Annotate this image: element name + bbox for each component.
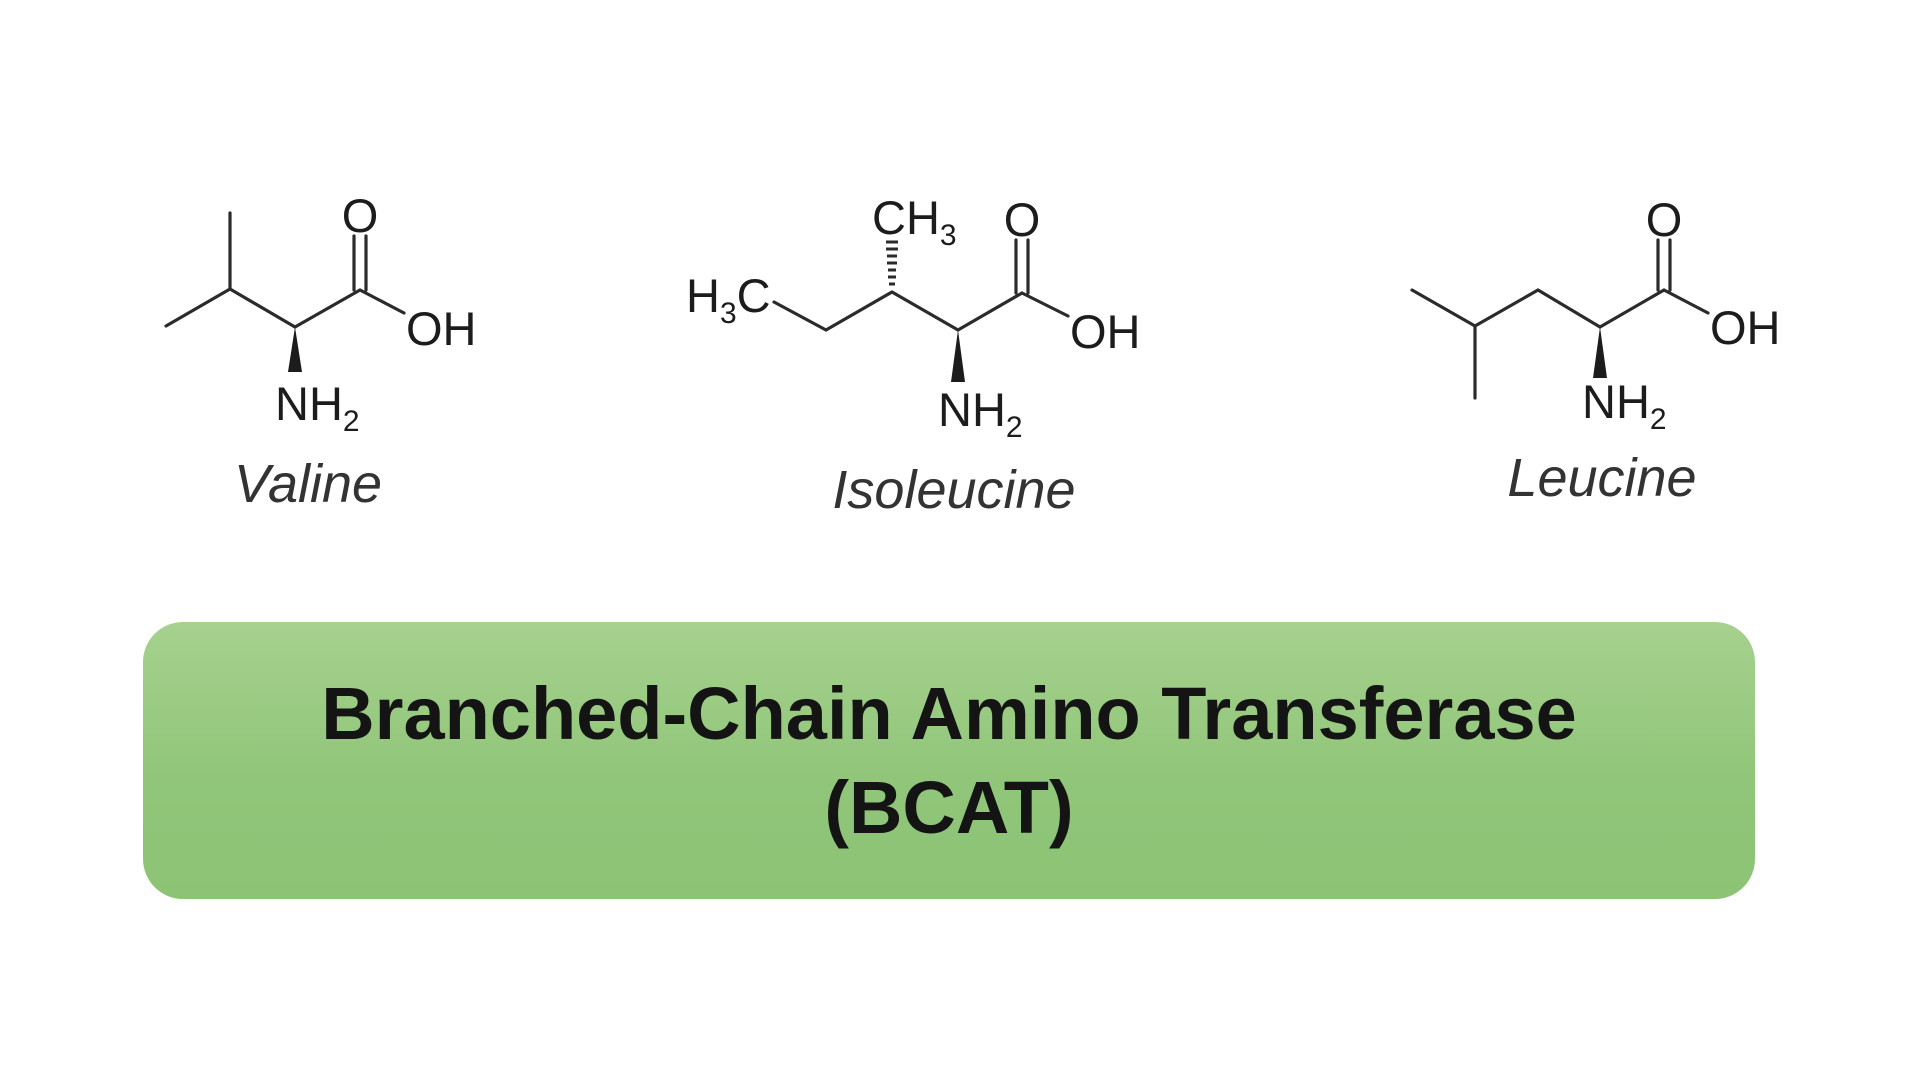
hydroxyl-label: OH [1710,301,1781,354]
bond [293,288,362,329]
leucine-structure: O OH NH2 Leucine [1410,193,1781,508]
bond [1020,291,1070,318]
hashed-wedge-bond [886,240,898,286]
carbonyl-oxygen-label: O [1004,193,1041,246]
bond [1598,288,1666,329]
bond [956,291,1024,332]
amine-subscript: 2 [1650,403,1667,436]
wedge-bond [288,327,302,372]
carbonyl-oxygen-label: O [1646,193,1683,246]
molecule-name-isoleucine: Isoleucine [832,460,1075,520]
isoleucine-structure: O OH NH2 CH3 H3C Isoleucine [686,191,1141,520]
bond [358,288,406,315]
carbonyl-oxygen-label: O [342,189,379,242]
ethyl-c-label: C [737,269,771,322]
molecule-name-leucine: Leucine [1507,448,1696,508]
bond [1536,288,1602,329]
bond [772,300,828,332]
amine-label-main: NH [938,383,1006,436]
amine-label: NH2 [1582,375,1667,436]
amine-label-main: NH [275,377,343,430]
wedge-bond [951,330,965,382]
bond [824,290,894,332]
bond [1662,288,1710,315]
bond [1410,288,1477,328]
valine-structure: O OH NH2 Valine [164,189,477,514]
bond [890,290,960,332]
wedge-bond [1593,327,1607,378]
bond [1473,288,1540,328]
amine-label: NH2 [275,377,360,438]
hydroxyl-label: OH [406,302,477,355]
ethyl-subscript: 3 [720,297,737,330]
bond [228,287,297,329]
ethyl-h-label: H [686,269,720,322]
amine-subscript: 2 [343,405,360,438]
amine-label: NH2 [938,383,1023,444]
ethyl-methyl-label: H3C [686,269,771,330]
hydroxyl-label: OH [1070,305,1141,358]
enzyme-abbreviation: (BCAT) [824,765,1074,849]
molecule-name-valine: Valine [234,454,382,514]
amine-subscript: 2 [1006,411,1023,444]
methyl-label-main: CH [872,191,940,244]
bond [164,287,232,328]
enzyme-label-box: Branched-Chain Amino Transferase (BCAT) [143,622,1755,899]
methyl-label: CH3 [872,191,957,252]
methyl-subscript: 3 [940,219,957,252]
amine-label-main: NH [1582,375,1650,428]
enzyme-name: Branched-Chain Amino Transferase [321,671,1577,755]
